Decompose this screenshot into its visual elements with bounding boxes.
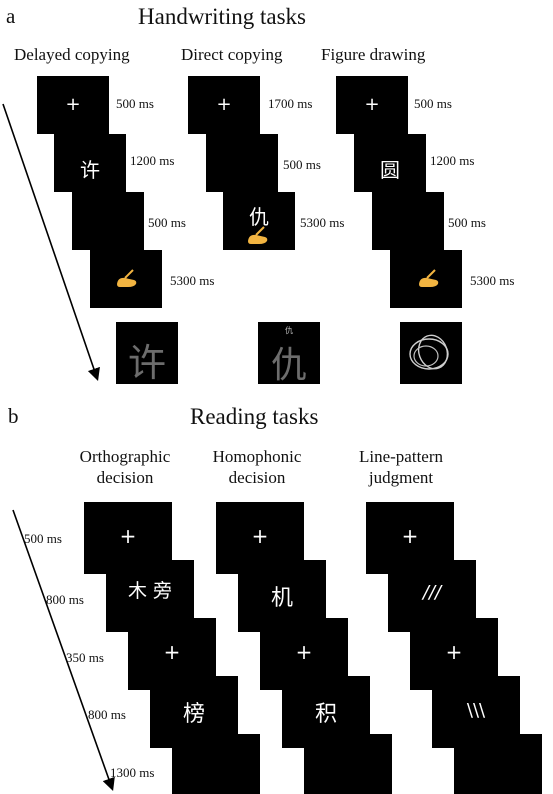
- line-pattern-judgment-label: Line-pattern judgment: [336, 446, 466, 488]
- label-line-1: Line-pattern: [358, 447, 443, 466]
- handwritten-character: 许: [127, 341, 166, 385]
- direct-timing-3: 5300 ms: [300, 215, 345, 230]
- delayed-timing-4: 5300 ms: [170, 273, 215, 288]
- direct-copying-label: Direct copying: [181, 45, 283, 64]
- delayed-copying-handwriting-sample: 许: [116, 322, 178, 385]
- label-line-2: decision: [96, 468, 154, 487]
- reading-timing-4: 800 ms: [88, 707, 126, 722]
- figure-timing-3: 500 ms: [448, 215, 486, 230]
- fixation-cross: +: [216, 94, 232, 115]
- homophonic-decision-label: Homophonic decision: [192, 446, 322, 488]
- figure-frame-4: [390, 250, 462, 308]
- figure-timing-4: 5300 ms: [470, 273, 515, 288]
- figure-frame-3: [372, 192, 444, 250]
- line-pattern-stimulus: \\\: [466, 700, 486, 721]
- line-pattern-frame-5: [454, 734, 542, 794]
- figure-drawing-sample: [400, 322, 462, 384]
- figure-drawing-label: Figure drawing: [321, 45, 426, 64]
- direct-timing-2: 500 ms: [283, 157, 321, 172]
- direct-frame-1: +: [188, 76, 260, 134]
- fixation-cross: +: [364, 94, 380, 115]
- line-pattern-stimulus: ///: [422, 582, 442, 603]
- panel-a-title: Handwriting tasks: [138, 4, 307, 29]
- delayed-copying-label: Delayed copying: [14, 45, 130, 64]
- homophonic-frame-5: [304, 734, 392, 794]
- figure-timing-2: 1200 ms: [430, 153, 475, 168]
- fixation-cross: +: [251, 524, 269, 548]
- reading-timing-5: 1300 ms: [110, 765, 155, 780]
- fixation-cross: +: [65, 94, 81, 115]
- label-line-1: Orthographic: [79, 447, 171, 466]
- character-stimulus: 木 旁: [127, 580, 173, 602]
- delayed-timing-3: 500 ms: [148, 215, 186, 230]
- writing-hand-icon: [117, 269, 137, 287]
- reading-timing-1: 500 ms: [24, 531, 62, 546]
- reading-timing-2: 800 ms: [46, 592, 84, 607]
- orthographic-decision-label: Orthographic decision: [60, 446, 190, 488]
- handwritten-character: 仇: [270, 345, 307, 386]
- direct-frame-3: 仇: [223, 192, 295, 250]
- panel-a-time-arrow: [2, 103, 100, 382]
- drawn-circles: [409, 334, 449, 370]
- label-line-2: judgment: [368, 468, 434, 487]
- writing-hand-icon: [248, 226, 268, 244]
- delayed-frame-2: 许: [54, 134, 126, 192]
- panel-a-letter: a: [6, 4, 16, 28]
- character-stimulus: 圆: [380, 158, 400, 182]
- direct-frame-2: [206, 134, 278, 192]
- label-line-1: Homophonic: [212, 447, 302, 466]
- fixation-cross: +: [163, 640, 181, 664]
- fixation-cross: +: [401, 524, 419, 548]
- character-stimulus: 许: [80, 158, 100, 182]
- character-stimulus: 积: [314, 702, 337, 727]
- character-stimulus: 机: [270, 586, 293, 611]
- delayed-timing-1: 500 ms: [116, 96, 154, 111]
- fixation-cross: +: [119, 524, 137, 548]
- fixation-cross: +: [445, 640, 463, 664]
- reading-timing-3: 350 ms: [66, 650, 104, 665]
- character-stimulus: 仇: [249, 205, 269, 229]
- figure-timing-1: 500 ms: [414, 96, 452, 111]
- fixation-cross: +: [295, 640, 313, 664]
- writing-hand-icon: [419, 269, 439, 287]
- panel-b-title: Reading tasks: [190, 404, 319, 429]
- delayed-frame-1: +: [37, 76, 109, 134]
- delayed-frame-4: [90, 250, 162, 308]
- small-reference-character: 仇: [285, 326, 293, 335]
- orthographic-frame-2: 木 旁: [106, 560, 194, 632]
- direct-timing-1: 1700 ms: [268, 96, 313, 111]
- direct-copying-handwriting-sample: 仇 仇: [258, 322, 320, 386]
- character-stimulus: 榜: [182, 702, 205, 727]
- panel-b-letter: b: [8, 404, 19, 428]
- figure-frame-2: 圆: [354, 134, 426, 192]
- delayed-timing-2: 1200 ms: [130, 153, 175, 168]
- panel-b-time-arrow: [12, 509, 115, 792]
- delayed-frame-3: [72, 192, 144, 250]
- label-line-2: decision: [228, 468, 286, 487]
- figure-frame-1: +: [336, 76, 408, 134]
- orthographic-frame-5: [172, 734, 260, 794]
